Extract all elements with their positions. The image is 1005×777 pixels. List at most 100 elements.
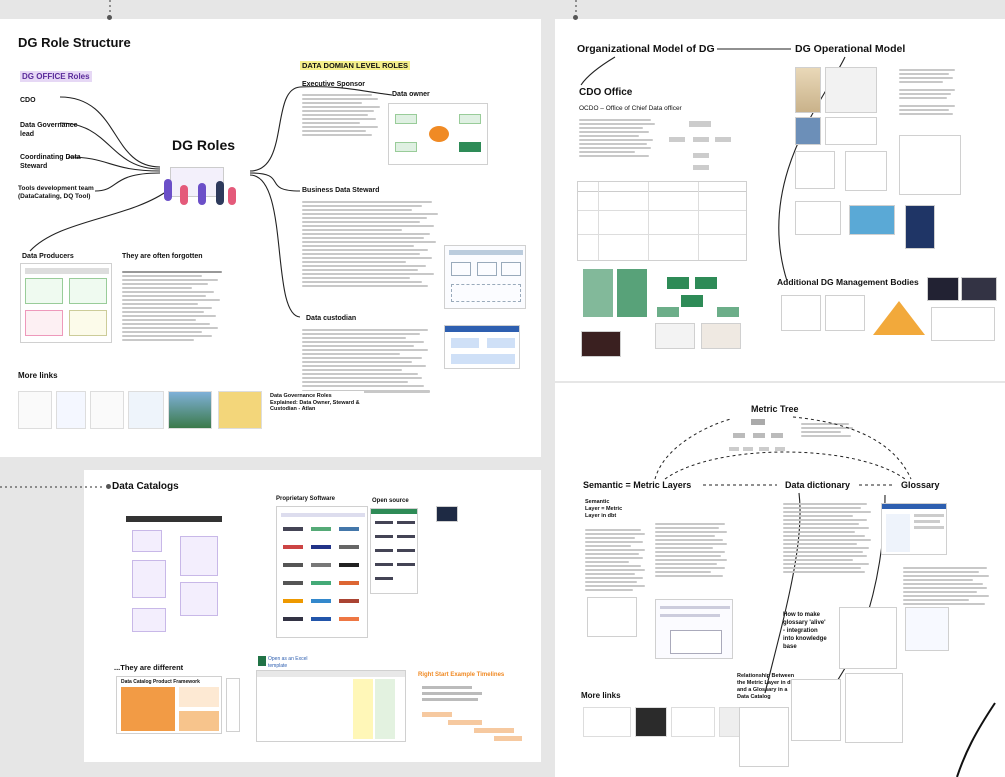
org-model-title: Organizational Model of DG: [577, 43, 715, 55]
metric-tree-diagram: [727, 419, 787, 463]
video-thumb-2[interactable]: [655, 323, 695, 349]
link-card[interactable]: [635, 707, 667, 737]
connector-dot: [106, 484, 111, 489]
custodian-text: [302, 327, 432, 396]
glossary-screenshot: [881, 503, 947, 555]
open-source-label: Open source: [372, 498, 409, 504]
spreadsheet-thumb: [256, 670, 406, 742]
forgotten-label: They are often forgotten: [122, 253, 203, 260]
additional-thumb: [931, 307, 995, 341]
pyramid-diagram: [873, 301, 925, 335]
ocdo-green-chart: [577, 263, 747, 325]
ops-model-thumb: [905, 205, 935, 249]
ocdo-text: [579, 117, 657, 159]
proprietary-label: Proprietary Software: [276, 496, 336, 502]
semantic-example-thumb: [655, 599, 733, 659]
link-card[interactable]: Data Governance Roles Explained: Data Ow…: [268, 391, 364, 431]
steward-text: [302, 199, 442, 289]
link-card[interactable]: [671, 707, 715, 737]
dg-tools-diagram: [122, 516, 226, 642]
people-illustration: [160, 159, 240, 211]
right-start-title: Right Start Example Timelines: [418, 672, 505, 678]
link-card[interactable]: [56, 391, 86, 429]
role-tools-team: Tools development team (DataCataling, DQ…: [18, 185, 94, 200]
role-coordinating-steward: Coordinating Data Steward: [20, 154, 81, 170]
ops-model-thumb: [795, 151, 835, 189]
board-metric-layers[interactable]: Metric Tree Semantic = Metric Layers Dat…: [555, 383, 1005, 777]
data-owner-label: Data owner: [392, 91, 430, 98]
metric-tree-notes: [801, 421, 861, 439]
proprietary-logos: [276, 506, 368, 638]
role-dg-lead: Data Governance lead: [20, 122, 78, 138]
link-card[interactable]: [128, 391, 164, 429]
code-thumb: [791, 679, 841, 741]
business-steward-label: Business Data Steward: [302, 187, 380, 194]
mad-landscape-thumb: [436, 506, 458, 522]
ops-model-thumb: [825, 67, 877, 113]
knowledge-base-thumb: [839, 607, 897, 669]
ops-model-thumb: [899, 135, 961, 195]
glossary-notes: [903, 565, 993, 607]
cdo-office-title: CDO Office: [579, 87, 633, 98]
board-title: DG Role Structure: [18, 35, 131, 50]
data-catalogs-title: Data Catalogs: [112, 481, 179, 492]
relationship-title: Relationship Between the Metric Layer in…: [737, 673, 796, 700]
data-producers-label: Data Producers: [22, 253, 74, 260]
producers-diagram: [20, 263, 112, 343]
ops-model-notes: [899, 67, 959, 117]
board-dg-roles[interactable]: DG Role Structure DG OFFICE Roles CDO Da…: [0, 19, 541, 457]
connector-dot: [573, 15, 578, 20]
link-card-title: Data Governance Roles Explained: Data Ow…: [270, 393, 360, 412]
cdo-comparison-table: [577, 181, 747, 261]
custodian-label: Data custodian: [306, 315, 357, 322]
ops-model-title: DG Operational Model: [795, 43, 906, 55]
semantic-text-col1: [585, 527, 647, 593]
board-org-model[interactable]: Organizational Model of DG DG Operationa…: [555, 19, 1005, 381]
timeline-chart-thumb: [418, 682, 528, 746]
link-card[interactable]: [90, 391, 124, 429]
ops-model-thumb: [795, 117, 821, 145]
ocdo-org-chart: [665, 119, 735, 177]
dictionary-text: [783, 501, 873, 575]
ops-model-thumb: [795, 67, 821, 113]
forgotten-text: [122, 269, 232, 343]
open-source-logos: [370, 508, 418, 594]
video-thumb-5[interactable]: [961, 277, 997, 301]
semantic-code-thumb: [587, 597, 637, 637]
video-thumb-1[interactable]: [581, 331, 621, 357]
video-thumb-4[interactable]: [927, 277, 959, 301]
link-card[interactable]: [583, 707, 631, 737]
ocdo-label: OCDO – Office of Chief Data officer: [579, 105, 682, 112]
video-thumb-3[interactable]: [701, 323, 741, 349]
open-template-link[interactable]: Open as an Excel template: [268, 656, 308, 669]
link-card[interactable]: [168, 391, 212, 429]
metric-tree-title: Metric Tree: [751, 404, 799, 414]
additional-thumb: [825, 295, 865, 331]
data-dictionary-title: Data dictionary: [785, 480, 851, 490]
link-card[interactable]: [218, 391, 262, 429]
knowledge-base-thumb-2: [905, 607, 949, 651]
code-thumb-2: [845, 673, 903, 743]
data-owner-diagram: [388, 103, 488, 165]
link-card[interactable]: [18, 391, 52, 429]
catalog-framework-thumb-2: [226, 678, 240, 732]
connector-dot: [107, 15, 112, 20]
board-data-catalogs[interactable]: Data Catalogs Proprietary Software Open …: [84, 470, 541, 762]
they-are-different-label: ...They are different: [114, 663, 184, 672]
additional-bodies-title: Additional DG Management Bodies: [777, 277, 919, 287]
glossary-title: Glossary: [901, 480, 940, 490]
office-roles-chip: DG OFFICE Roles: [20, 71, 92, 82]
make-glossary-alive: How to make glossary 'alive' - integrati…: [783, 612, 827, 650]
framework-title: Data Catalog Product Framework: [121, 679, 200, 685]
ops-model-thumb: [825, 117, 877, 145]
steward-diagram: [444, 245, 526, 309]
more-links-title: More links: [581, 691, 621, 700]
dg-roles-center-label: DG Roles: [172, 137, 236, 153]
semantic-text-col2: [655, 521, 729, 579]
ops-model-thumb: [795, 201, 841, 235]
additional-thumb: [781, 295, 821, 331]
domain-level-title: DATA DOMIAN LEVEL ROLES: [300, 61, 410, 70]
custodian-diagram: [444, 325, 520, 369]
relationship-diagram: [739, 707, 789, 767]
exec-sponsor-text: [302, 92, 384, 138]
